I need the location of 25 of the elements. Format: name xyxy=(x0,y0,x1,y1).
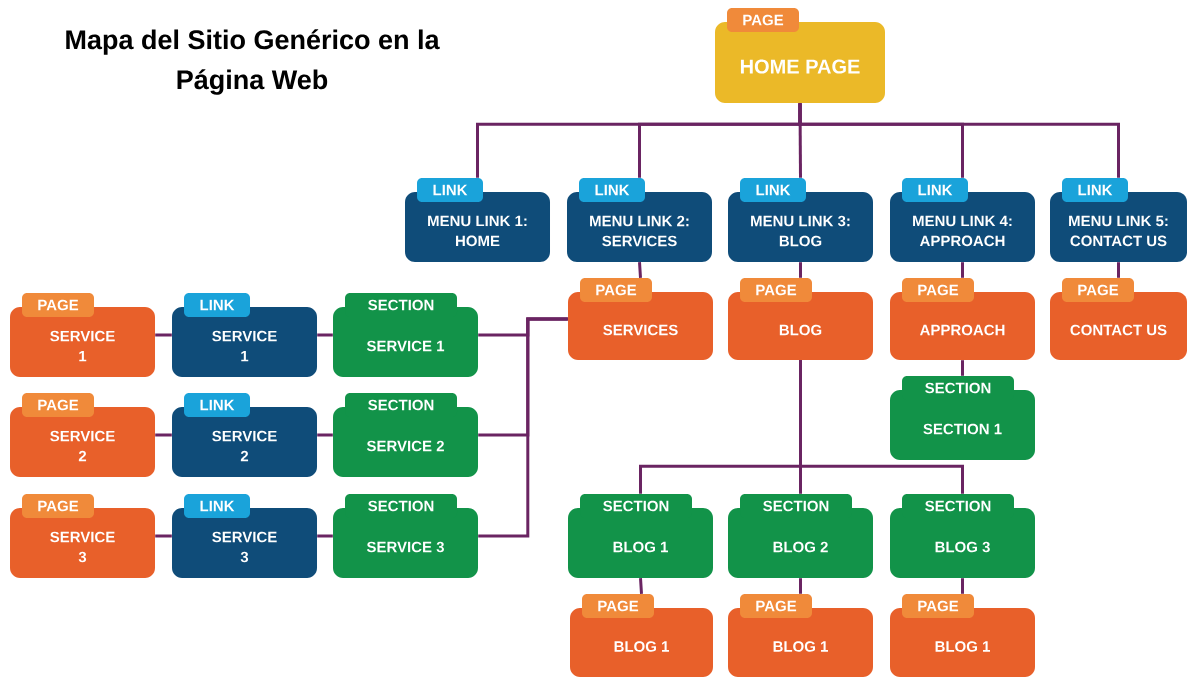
connector-line xyxy=(478,317,568,538)
node-label: SECTION 1 xyxy=(923,423,1002,435)
connector-line xyxy=(799,578,802,594)
connector-line xyxy=(799,360,964,494)
node-label: SERVICE 2 xyxy=(366,440,444,452)
connector-line xyxy=(961,262,964,278)
node-label: SERVICE 1 xyxy=(366,340,445,352)
connector-line xyxy=(155,333,172,337)
node-label: SERVICE 3 xyxy=(366,541,444,553)
connector-line xyxy=(798,103,1120,178)
connector-line xyxy=(639,578,643,594)
connector-line xyxy=(317,534,333,538)
connector-line xyxy=(317,333,333,337)
connector-line xyxy=(155,433,172,437)
node-label: BLOG 2 xyxy=(773,541,828,553)
connector-line xyxy=(961,578,964,594)
connector-line xyxy=(799,262,802,278)
connector-line xyxy=(638,262,642,278)
title: Mapa del Sitio Genérico en la Página Web xyxy=(66,29,440,95)
connector-line xyxy=(1117,262,1120,278)
connector-line xyxy=(317,433,333,437)
node-label: BLOG 3 xyxy=(935,541,990,553)
connector-line xyxy=(155,534,172,538)
node-label: BLOG 1 xyxy=(613,541,668,553)
connector-line xyxy=(961,360,964,376)
